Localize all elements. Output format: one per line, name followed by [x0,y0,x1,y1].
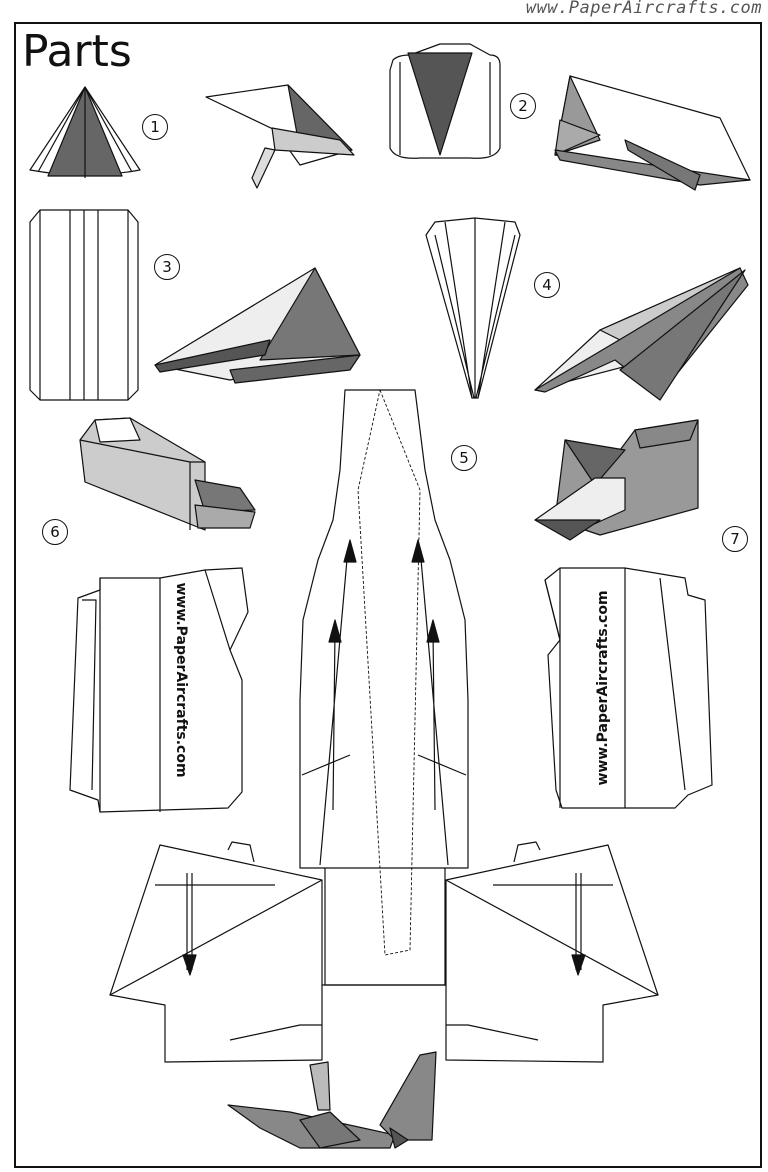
part-3-folded [154,267,361,384]
part-2-template [389,43,501,159]
page-frame [14,22,762,1168]
part-1-template [29,86,141,178]
part-1-folded [205,84,355,189]
page-title: Parts [22,26,132,77]
right-wing [445,841,659,1063]
part-6-folded [79,417,256,531]
part-number-5: 5 [451,445,477,471]
part-7-folded [534,419,699,541]
assembled-plane [227,1051,437,1149]
left-wing [109,841,323,1063]
part-4-template [425,217,521,399]
part-2-folded [554,75,751,191]
part-number-1: 1 [142,114,168,140]
right-panel-url: www.PaperAircrafts.com [595,590,611,786]
part-number-2: 2 [510,93,536,119]
part-number-7: 7 [722,526,748,552]
site-url: www.PaperAircrafts.com [525,0,762,18]
part-4-folded [534,267,749,401]
part-number-4: 4 [534,272,560,298]
part-3-template [29,209,139,401]
left-panel-url: www.PaperAircrafts.com [173,582,189,778]
part-7-template [544,567,713,809]
part-6-template [69,567,249,813]
part-number-3: 3 [154,254,180,280]
part-number-6: 6 [42,519,68,545]
part-5-fuselage [299,389,469,986]
